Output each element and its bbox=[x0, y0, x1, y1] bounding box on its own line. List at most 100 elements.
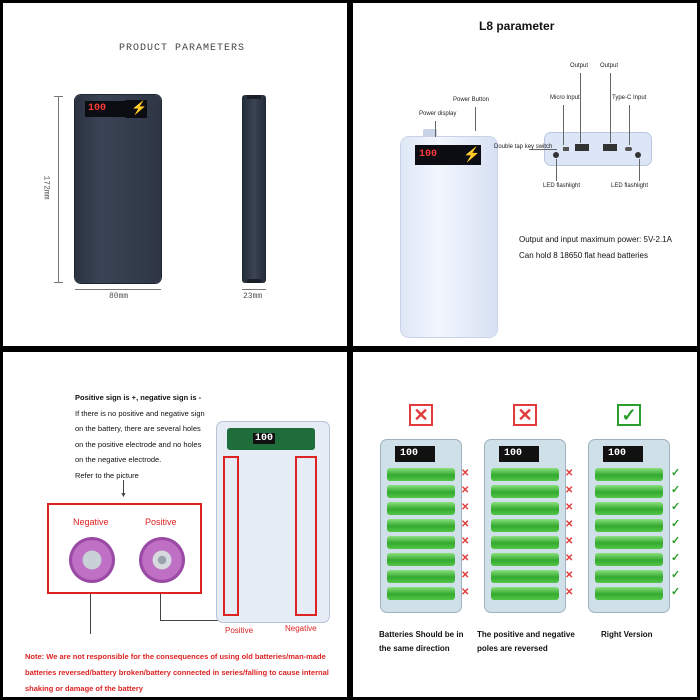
open-battery-case: 100 bbox=[217, 422, 329, 622]
display-digits: 100 bbox=[419, 149, 438, 160]
display-digits: 100 bbox=[504, 448, 523, 459]
depth-label: 23mm bbox=[243, 292, 263, 301]
battery-cell bbox=[491, 553, 559, 566]
battery-cell bbox=[491, 570, 559, 583]
battery-cell bbox=[595, 553, 663, 566]
height-label: 172mm bbox=[41, 175, 51, 200]
leader-line bbox=[629, 105, 630, 145]
display-digits: 100 bbox=[88, 103, 107, 114]
circuit-board: 100 bbox=[227, 428, 315, 450]
check-mark: ✓ bbox=[671, 518, 681, 530]
spec-battery-capacity: Can hold 8 18650 flat head batteries bbox=[519, 251, 648, 260]
instruction-line: If there is no positive and negative sig… bbox=[75, 408, 205, 418]
battery-cell bbox=[491, 468, 559, 481]
cross-mark: ✕ bbox=[461, 553, 470, 564]
cross-mark: ✕ bbox=[565, 519, 574, 530]
led-flashlight bbox=[553, 152, 559, 158]
side-port bbox=[247, 95, 261, 99]
cross-mark: ✕ bbox=[565, 570, 574, 581]
dimension-tick bbox=[54, 282, 63, 283]
note-line: shaking or damage of the battery bbox=[25, 684, 143, 693]
lcd-display: 100 bbox=[395, 446, 435, 462]
battery-cell bbox=[595, 587, 663, 600]
polarity-instructions: Positive sign is +, negative sign is - I… bbox=[75, 390, 205, 483]
caption-reversed-1: The positive and negative bbox=[477, 630, 575, 639]
battery-terminals-box: Negative Positive bbox=[47, 503, 202, 594]
usb-port bbox=[603, 144, 617, 151]
side-port bbox=[247, 279, 261, 283]
wrong-x-icon: ✕ bbox=[409, 404, 433, 426]
negative-terminal bbox=[69, 537, 115, 583]
power-display-label: Power display bbox=[419, 111, 457, 117]
battery-cell bbox=[595, 519, 663, 532]
positive-contact-strip bbox=[223, 456, 239, 616]
battery-cell bbox=[387, 570, 455, 583]
led-flashlight bbox=[635, 152, 641, 158]
leader-line bbox=[610, 73, 611, 143]
battery-cell bbox=[491, 485, 559, 498]
height-dimension-line bbox=[58, 96, 59, 282]
spec-max-power: Output and input maximum power: 5V-2.1A bbox=[519, 235, 672, 244]
right-check-icon: ✓ bbox=[617, 404, 641, 426]
battery-case-reversed-poles: 100 bbox=[485, 440, 565, 612]
leader-line bbox=[90, 594, 91, 634]
battery-case-wrong-direction: 100 bbox=[381, 440, 461, 612]
powerbank-front-view: 100 ⚡ bbox=[75, 95, 161, 283]
output-label-left: Output bbox=[570, 63, 589, 69]
display-digits: 100 bbox=[253, 433, 276, 444]
dimension-tick bbox=[54, 96, 63, 97]
wrong-x-icon: ✕ bbox=[513, 404, 537, 426]
cross-mark: ✕ bbox=[461, 502, 470, 513]
width-label: 80mm bbox=[109, 292, 129, 301]
width-dimension-line bbox=[75, 289, 161, 290]
check-mark: ✓ bbox=[671, 484, 681, 496]
instruction-line: on the positive electrode and no holes bbox=[75, 439, 202, 449]
lcd-display: 100 bbox=[499, 446, 539, 462]
battery-cell bbox=[387, 502, 455, 515]
leader-line bbox=[475, 107, 476, 131]
lcd-display: 100 bbox=[415, 145, 455, 165]
instruction-line: on the battery, there are several holes bbox=[75, 424, 201, 433]
led-flashlight-label-right: LED flashlight bbox=[611, 183, 649, 189]
cross-mark: ✕ bbox=[461, 519, 470, 530]
cross-mark: ✕ bbox=[461, 485, 470, 496]
leader-line bbox=[435, 121, 436, 137]
display-digits: 100 bbox=[608, 448, 627, 459]
cross-mark: ✕ bbox=[565, 502, 574, 513]
battery-cell bbox=[387, 485, 455, 498]
cross-mark: ✕ bbox=[565, 553, 574, 564]
note-line: Note: We are not responsible for the con… bbox=[25, 652, 326, 661]
battery-cell bbox=[387, 553, 455, 566]
battery-cell bbox=[491, 536, 559, 549]
check-mark: ✓ bbox=[671, 535, 681, 547]
leader-line bbox=[160, 620, 220, 621]
caption-right-version: Right Version bbox=[601, 630, 653, 639]
battery-cell bbox=[387, 587, 455, 600]
micro-port bbox=[563, 147, 569, 151]
battery-cell bbox=[595, 485, 663, 498]
polarity-guide-panel: Positive sign is +, negative sign is - I… bbox=[3, 352, 347, 697]
battery-cell bbox=[595, 468, 663, 481]
cross-mark: ✕ bbox=[565, 468, 574, 479]
battery-cell bbox=[387, 536, 455, 549]
arrow-line bbox=[123, 480, 124, 494]
double-tap-label: Double tap key switch bbox=[494, 144, 553, 150]
leader-line bbox=[529, 149, 557, 150]
battery-cell bbox=[387, 468, 455, 481]
battery-cell bbox=[491, 587, 559, 600]
lcd-display: 100 bbox=[85, 101, 125, 117]
product-parameters-panel: PRODUCT PARAMETERS 172mm 100 ⚡ 80mm 23mm bbox=[3, 3, 347, 346]
negative-contact-strip bbox=[295, 456, 317, 616]
typec-input-label: Type-C Input bbox=[612, 95, 647, 101]
leader-line bbox=[160, 594, 161, 620]
bottom-positive-label: Positive bbox=[225, 626, 254, 635]
arrow-down-icon: ▼ bbox=[120, 492, 127, 499]
display-digits: 100 bbox=[400, 448, 419, 459]
instruction-line: Refer to the picture bbox=[75, 470, 139, 480]
check-mark: ✓ bbox=[671, 501, 681, 513]
typec-port bbox=[625, 147, 632, 151]
battery-cell bbox=[595, 536, 663, 549]
powerbank-side-view bbox=[242, 95, 266, 283]
positive-label: Positive bbox=[145, 517, 177, 527]
leader-line bbox=[556, 159, 557, 181]
